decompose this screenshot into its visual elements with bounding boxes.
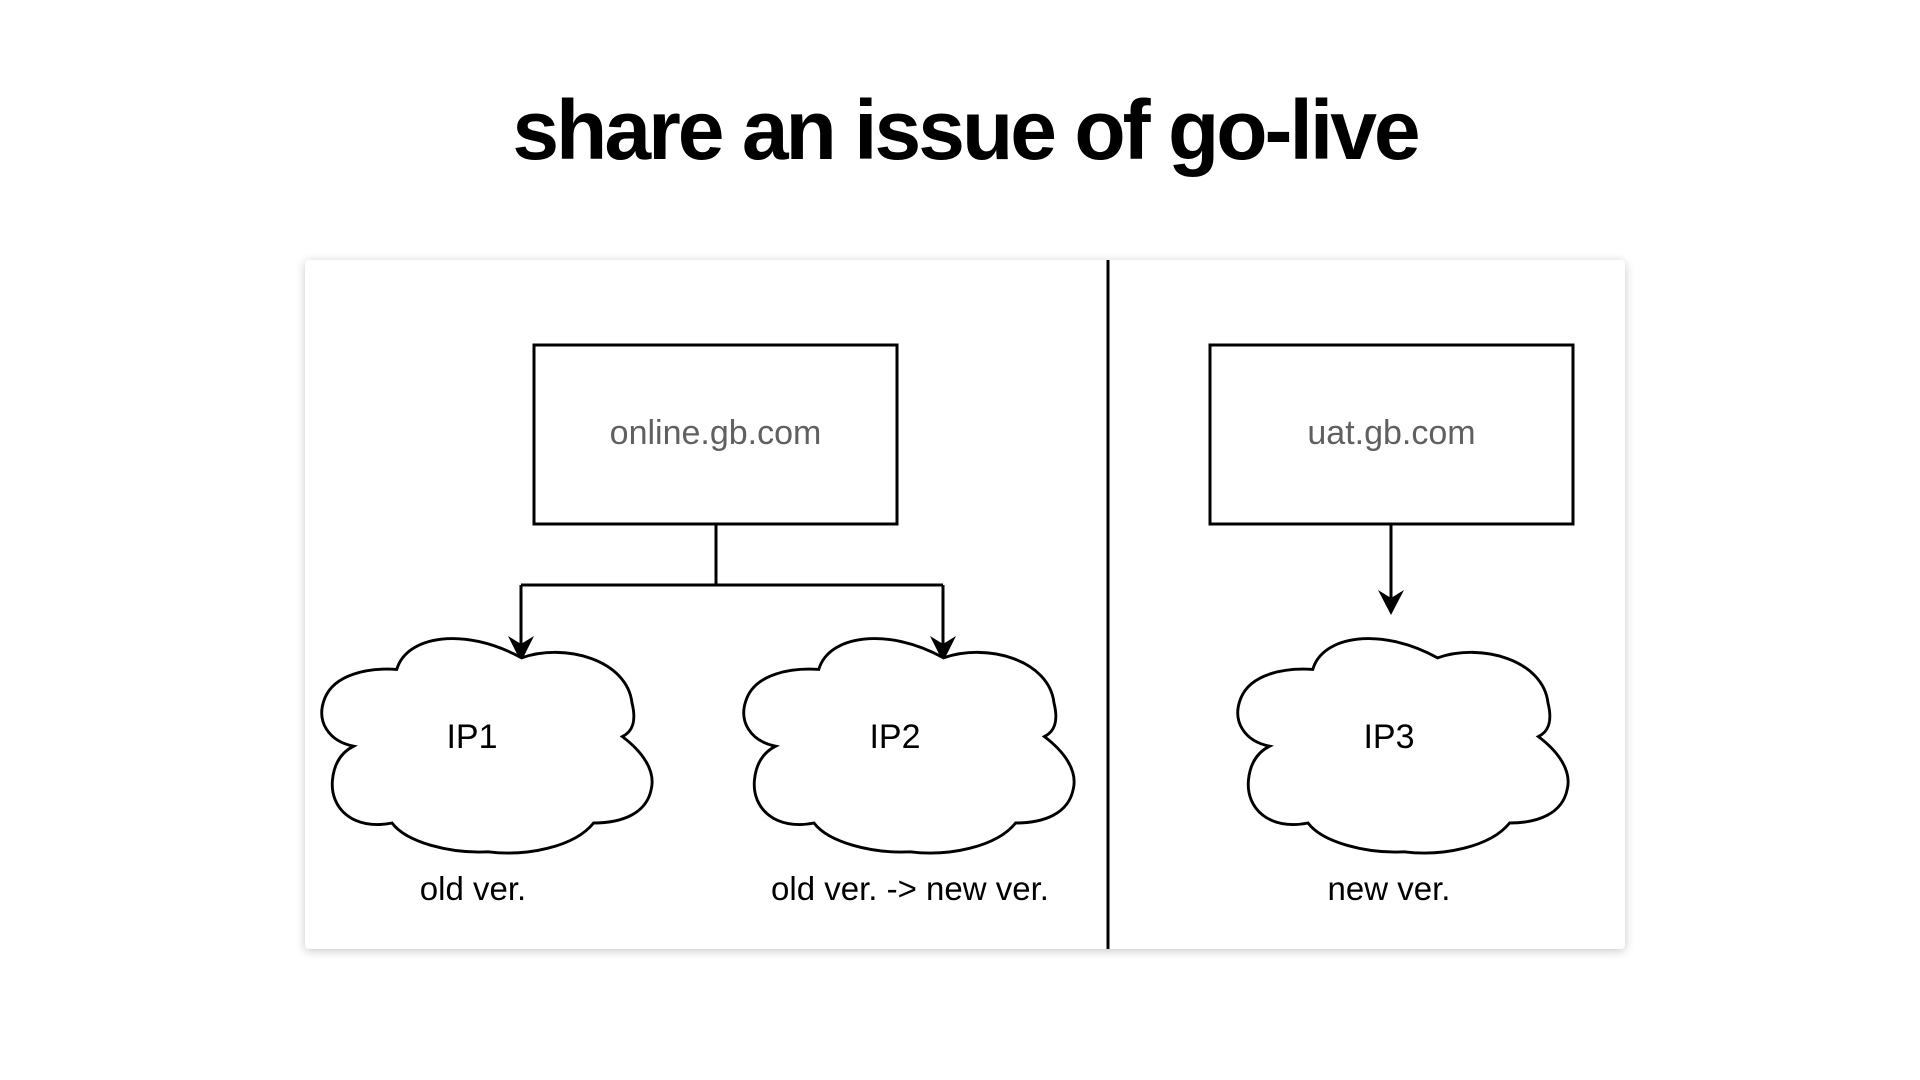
arrowhead-icon — [1378, 590, 1404, 615]
ip2-version-caption: old ver. -> new ver. — [771, 870, 1049, 907]
cloud-ip3-label: IP3 — [1363, 718, 1415, 756]
ip3-version-caption: new ver. — [1327, 870, 1451, 907]
uat-domain-label: uat.gb.com — [1307, 414, 1476, 452]
cloud-ip1-label: IP1 — [446, 718, 498, 756]
arrowhead-icon — [930, 636, 956, 662]
ip1-version-caption: old ver. — [419, 870, 527, 907]
online-domain-label: online.gb.com — [609, 414, 822, 452]
cloud-ip2-label: IP2 — [869, 718, 921, 756]
arrowhead-icon — [508, 636, 534, 662]
branch-connector — [519, 524, 945, 648]
uat-domain-box — [1208, 343, 1575, 526]
slide-title: share an issue of go-live — [512, 83, 1420, 177]
